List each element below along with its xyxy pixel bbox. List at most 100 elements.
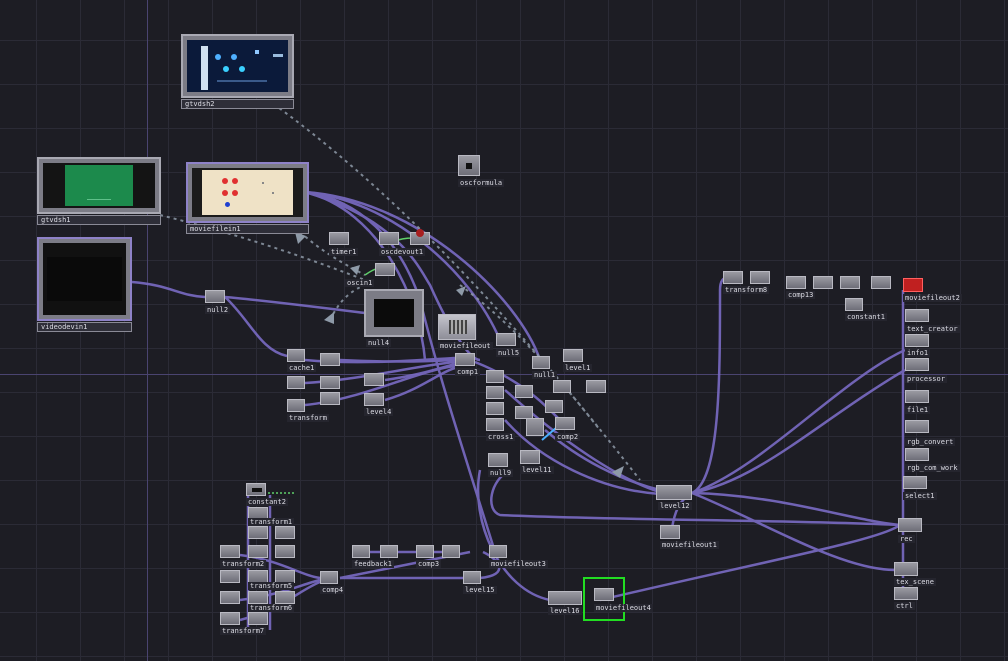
wire [131, 280, 206, 299]
node-label: moviefileout2 [903, 294, 962, 302]
node-label: level11 [520, 466, 554, 474]
node-label: constant2 [246, 498, 288, 506]
node-stack-c[interactable] [275, 526, 295, 539]
node-level17[interactable] [380, 545, 398, 558]
node-j[interactable] [555, 417, 575, 430]
node-stack-l[interactable] [275, 591, 295, 604]
node-label: null4 [366, 339, 392, 347]
dotted-link [299, 231, 366, 276]
node-rgb-com-work[interactable] [905, 448, 929, 461]
node-label: level12 [658, 502, 692, 510]
node-comp1[interactable] [455, 353, 475, 366]
node-constant2[interactable] [246, 483, 266, 496]
node-f[interactable] [515, 406, 533, 419]
node-level3[interactable] [320, 376, 340, 389]
node-level12[interactable] [656, 485, 692, 500]
node-ctrl[interactable] [894, 587, 918, 600]
preview-label: videodevin1 [37, 322, 132, 332]
node-stack-e[interactable] [248, 545, 268, 558]
node-level[interactable] [813, 276, 833, 289]
node-stack-m[interactable] [220, 612, 240, 625]
node-level16[interactable] [548, 591, 582, 605]
node-stack-b[interactable] [248, 526, 268, 539]
node-constant1[interactable] [845, 298, 863, 311]
node-comp3[interactable] [416, 545, 434, 558]
node-comp13[interactable] [840, 276, 860, 289]
node-tex-scene[interactable] [894, 562, 918, 576]
node-i[interactable] [545, 400, 563, 413]
node-moviefileout4[interactable] [594, 588, 614, 601]
preview-gtvdsh2[interactable] [181, 34, 294, 98]
node-null2[interactable] [205, 290, 225, 303]
node-comp4[interactable] [320, 571, 338, 584]
node-stack-k[interactable] [248, 591, 268, 604]
node-text-creator[interactable] [905, 309, 929, 322]
node-comp-b[interactable] [871, 276, 891, 289]
node-label: comp3 [416, 560, 442, 568]
wire [224, 296, 288, 358]
node-null13[interactable] [750, 271, 770, 284]
node-label: rgb_convert [905, 438, 956, 446]
node-null12[interactable] [723, 271, 743, 284]
node-select-right[interactable] [903, 476, 927, 489]
node-moviefileout-grid[interactable] [438, 314, 476, 340]
node-label: oscin1 [345, 279, 375, 287]
preview-videodevin1[interactable] [37, 237, 132, 321]
node-a[interactable] [486, 370, 504, 383]
node-stack-n[interactable] [248, 612, 268, 625]
node-level2[interactable] [320, 353, 340, 366]
node-stack-d[interactable] [220, 545, 240, 558]
node-info1[interactable] [905, 334, 929, 347]
node-d[interactable] [486, 418, 504, 431]
node-stack-j[interactable] [220, 591, 240, 604]
wire [691, 368, 906, 495]
node-processor[interactable] [905, 358, 929, 371]
wire [691, 491, 896, 572]
node-cache1[interactable] [287, 349, 305, 362]
node-h[interactable] [586, 380, 606, 393]
node-null3[interactable] [379, 232, 399, 245]
node-label: cross1 [486, 433, 516, 441]
node-select1[interactable] [287, 399, 305, 412]
node-chan1[interactable] [287, 376, 305, 389]
node-b[interactable] [486, 386, 504, 399]
node-level11[interactable] [520, 450, 540, 464]
wire-blue [541, 427, 557, 441]
node-comp2[interactable] [526, 418, 544, 436]
node-stack-g[interactable] [220, 570, 240, 583]
node-oscin1[interactable] [375, 263, 395, 276]
node-level15[interactable] [463, 571, 481, 584]
node-null9[interactable] [488, 453, 508, 467]
preview-null4[interactable] [364, 289, 424, 337]
node-oscformula[interactable] [458, 155, 480, 176]
preview-moviefilein1[interactable] [186, 162, 309, 223]
node-moviefileout1[interactable] [660, 525, 680, 539]
node-label: transform8 [723, 286, 770, 294]
preview-gtvdsh1[interactable] [37, 157, 161, 214]
node-moviefileout3[interactable] [489, 545, 507, 558]
node-stack-f[interactable] [275, 545, 295, 558]
node-file1[interactable] [905, 390, 929, 403]
node-null14[interactable] [442, 545, 460, 558]
node-feedback1[interactable] [352, 545, 370, 558]
node-label: level16 [548, 607, 582, 615]
node-cache2[interactable] [320, 392, 340, 405]
wire [304, 190, 542, 361]
node-label: tex_scene [894, 578, 936, 586]
node-null1[interactable] [532, 356, 550, 369]
node-g[interactable] [553, 380, 571, 393]
node-moviefileout2-error[interactable] [903, 278, 923, 292]
node-spectrum[interactable] [364, 373, 384, 386]
node-rec[interactable] [898, 518, 922, 532]
node-rgb-convert[interactable] [905, 420, 929, 433]
node-level4[interactable] [364, 393, 384, 406]
node-null5[interactable] [496, 333, 516, 346]
node-file[interactable] [786, 276, 806, 289]
node-timer1[interactable] [329, 232, 349, 245]
node-c[interactable] [486, 402, 504, 415]
node-e[interactable] [515, 385, 533, 398]
node-label: moviefileout1 [660, 541, 719, 549]
node-level1[interactable] [563, 349, 583, 362]
